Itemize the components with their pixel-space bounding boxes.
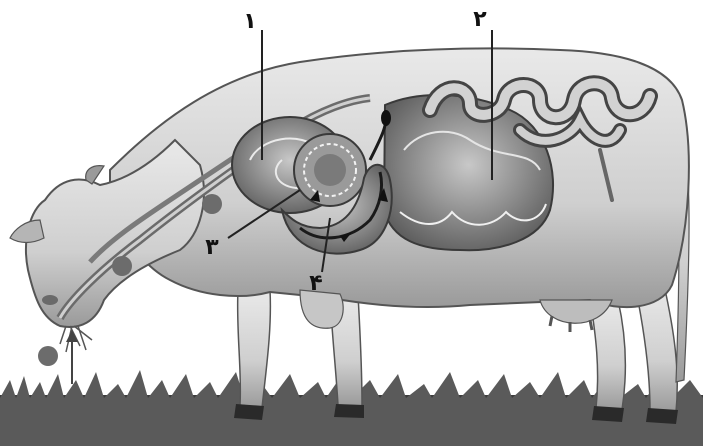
gland-chin (38, 346, 58, 366)
label-3: ۳ (205, 235, 219, 260)
horn (86, 166, 104, 184)
label-4: ۴ (309, 271, 322, 296)
arrow-head (66, 330, 78, 342)
label-2: ۲ (473, 7, 487, 32)
nostril (42, 295, 58, 305)
gland-upper (202, 194, 222, 214)
label-1: ۱ (243, 9, 256, 34)
pylorus (381, 110, 391, 126)
ear (10, 220, 44, 243)
gland-lower (112, 256, 132, 276)
